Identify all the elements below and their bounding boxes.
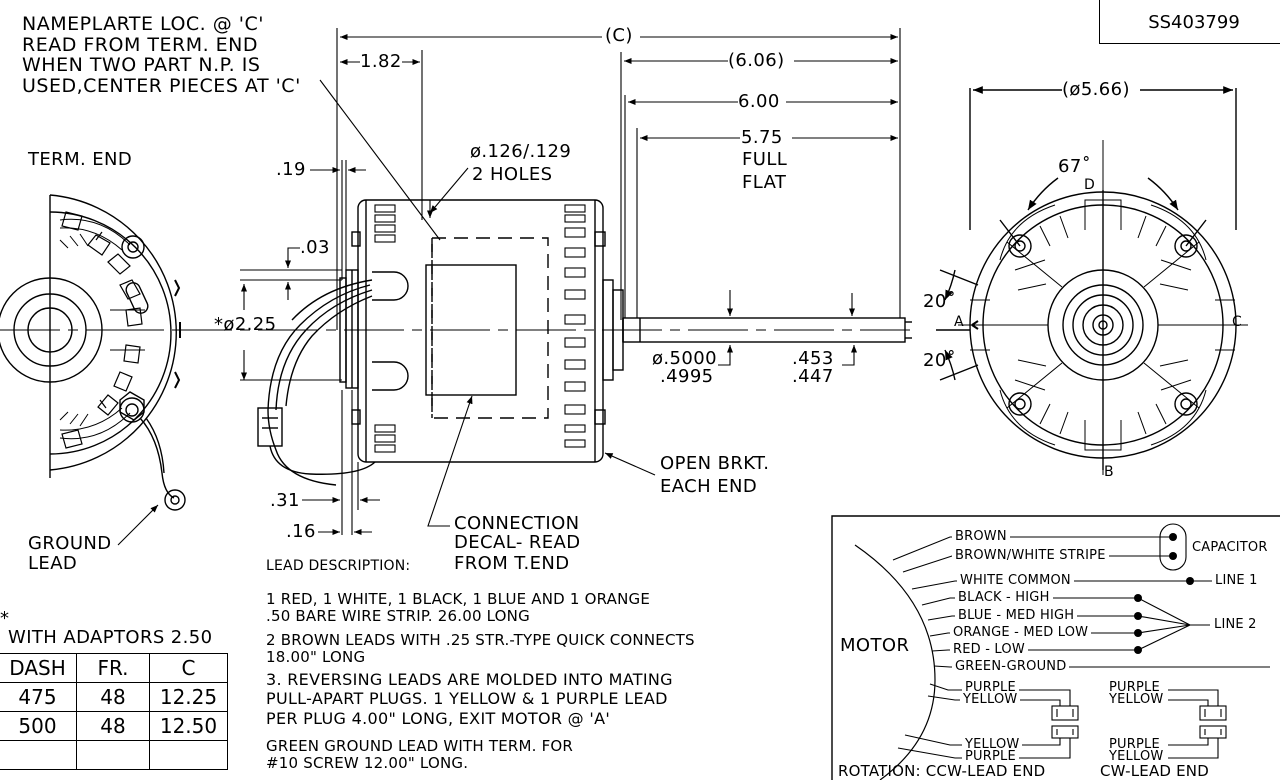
side-view <box>257 199 912 486</box>
angle-67: 67˚ <box>1058 156 1092 177</box>
cell-frame <box>76 740 150 770</box>
rotation-ccw-label: ROTATION: CCW-LEAD END <box>838 762 1046 780</box>
connection-decal-line-3: FROM T.END <box>454 553 570 574</box>
lead-item-2-line-2: 18.00" LONG <box>266 648 366 666</box>
nameplate-note-line-2: READ FROM TERM. END <box>22 34 259 56</box>
header-dash: DASH <box>0 653 77 683</box>
adaptor-note: WITH ADAPTORS 2.50 <box>8 627 213 648</box>
lead-item-1-line-2: .50 BARE WIRE STRIP. 26.00 LONG <box>266 607 530 625</box>
ground-lead-line-1: GROUND <box>28 533 112 554</box>
rotation-cw-label: CW-LEAD END <box>1100 762 1209 780</box>
table-row <box>0 740 228 770</box>
lead-blue-med-high: BLUE - MED HIGH <box>955 609 1078 622</box>
dim-0-19: .19 <box>276 159 306 180</box>
angle-20-lower: 20˚ <box>923 350 957 371</box>
cell-frame: 48 <box>76 682 150 712</box>
bolt-circle-dia: (ø5.66) <box>1062 79 1130 100</box>
lead-item-2-line-1: 2 BROWN LEADS WITH .25 STR.-TYPE QUICK C… <box>266 631 695 649</box>
hole-count: 2 HOLES <box>472 164 553 185</box>
cell-dash: 500 <box>0 711 77 741</box>
header-c: C <box>149 653 228 683</box>
hole-diameter: ø.126/.129 <box>470 141 572 162</box>
cw-plug-yellow-bottom: YELLOW <box>1106 750 1167 763</box>
lead-description-heading: LEAD DESCRIPTION: <box>266 558 411 574</box>
lead-item-4-line-1: GREEN GROUND LEAD WITH TERM. FOR <box>266 737 574 755</box>
table-row: 500 48 12.50 <box>0 711 228 741</box>
flat-dim-min: .447 <box>792 366 834 387</box>
ccw-plug-purple-top: PURPLE <box>962 681 1019 694</box>
cell-c: 12.25 <box>149 682 228 712</box>
capacitor-label: CAPACITOR <box>1192 540 1268 555</box>
title-block: SS403799 <box>1099 0 1280 44</box>
term-end-label: TERM. END <box>28 149 133 170</box>
asterisk-note-mark: * <box>0 608 10 629</box>
position-a: A <box>954 314 964 330</box>
lead-item-4-line-2: #10 SCREW 12.00" LONG. <box>266 754 469 772</box>
connection-decal-line-1: CONNECTION <box>454 513 580 534</box>
lead-brown: BROWN <box>952 530 1010 543</box>
lead-white-common: WHITE COMMON <box>957 574 1074 587</box>
dim-c: (C) <box>602 27 636 45</box>
dim-0-16: .16 <box>286 521 316 542</box>
table-header-row: DASH FR. C <box>0 653 228 683</box>
cell-frame: 48 <box>76 711 150 741</box>
position-b: B <box>1104 464 1114 480</box>
dim-5-75: 5.75 <box>741 127 783 148</box>
full-flat-line-1: FULL <box>742 149 788 170</box>
nameplate-note-line-3: WHEN TWO PART N.P. IS <box>22 54 261 76</box>
lead-green-ground: GREEN-GROUND <box>952 660 1070 673</box>
cw-plug-purple-bottom: PURPLE <box>1106 738 1163 751</box>
lead-item-1-line-1: 1 RED, 1 WHITE, 1 BLACK, 1 BLUE AND 1 OR… <box>266 590 651 608</box>
ground-lead-line-2: LEAD <box>28 553 78 574</box>
shaft-dia-max: ø.5000 <box>652 348 717 369</box>
dim-0-31: .31 <box>270 490 300 511</box>
header-frame: FR. <box>76 653 150 683</box>
lead-red-low: RED - LOW <box>950 643 1028 656</box>
term-end-view <box>0 194 186 511</box>
cell-c <box>149 740 228 770</box>
cw-plug-purple-top: PURPLE <box>1106 681 1163 694</box>
position-c: C <box>1232 314 1242 330</box>
full-flat-line-2: FLAT <box>742 172 787 193</box>
side-dimensions <box>117 28 901 546</box>
ccw-plug-yellow-top: YELLOW <box>960 693 1021 706</box>
dim-2-25: *ø2.25 <box>214 314 277 335</box>
lead-item-3-line-1: 3. REVERSING LEADS ARE MOLDED INTO MATIN… <box>266 670 673 689</box>
shaft-dia-min: .4995 <box>660 366 714 387</box>
dim-6-00: 6.00 <box>738 91 780 112</box>
lead-item-3-line-3: PER PLUG 4.00" LONG, EXIT MOTOR @ 'A' <box>266 709 611 728</box>
ccw-plug-yellow-bottom: YELLOW <box>962 738 1023 751</box>
dim-0-03: .03 <box>300 237 330 258</box>
angle-20-upper: 20˚ <box>923 291 957 312</box>
cell-dash: 475 <box>0 682 77 712</box>
nameplate-note-line-4: USED,CENTER PIECES AT 'C' <box>22 75 301 97</box>
lead-brown-white: BROWN/WHITE STRIPE <box>952 549 1109 562</box>
open-bracket-line-1: OPEN BRKT. <box>660 453 770 474</box>
lead-orange-med-low: ORANGE - MED LOW <box>950 626 1092 639</box>
lead-black-high: BLACK - HIGH <box>955 591 1053 604</box>
dash-table: DASH FR. C 475 48 12.25 500 48 12.50 <box>0 653 228 770</box>
part-number: SS403799 <box>1148 12 1240 33</box>
connection-decal-line-2: DECAL- READ <box>454 532 581 553</box>
cell-dash <box>0 740 77 770</box>
ccw-plug-purple-bottom: PURPLE <box>962 750 1019 763</box>
motor-label: MOTOR <box>840 635 910 656</box>
open-bracket-line-2: EACH END <box>660 476 758 497</box>
table-row: 475 48 12.25 <box>0 682 228 712</box>
cell-c: 12.50 <box>149 711 228 741</box>
lead-item-3-line-2: PULL-APART PLUGS. 1 YELLOW & 1 PURPLE LE… <box>266 689 668 708</box>
nameplate-note-line-1: NAMEPLARTE LOC. @ 'C' <box>22 13 265 35</box>
dim-1-82: 1.82 <box>360 51 402 72</box>
dim-6-06: (6.06) <box>728 50 785 71</box>
position-d: D <box>1084 177 1095 193</box>
shaft-end-view <box>936 86 1248 475</box>
cw-plug-yellow-top: YELLOW <box>1106 693 1167 706</box>
line-1-label: LINE 1 <box>1212 574 1261 587</box>
flat-dim-max: .453 <box>792 348 834 369</box>
line-2-label: LINE 2 <box>1214 617 1257 632</box>
